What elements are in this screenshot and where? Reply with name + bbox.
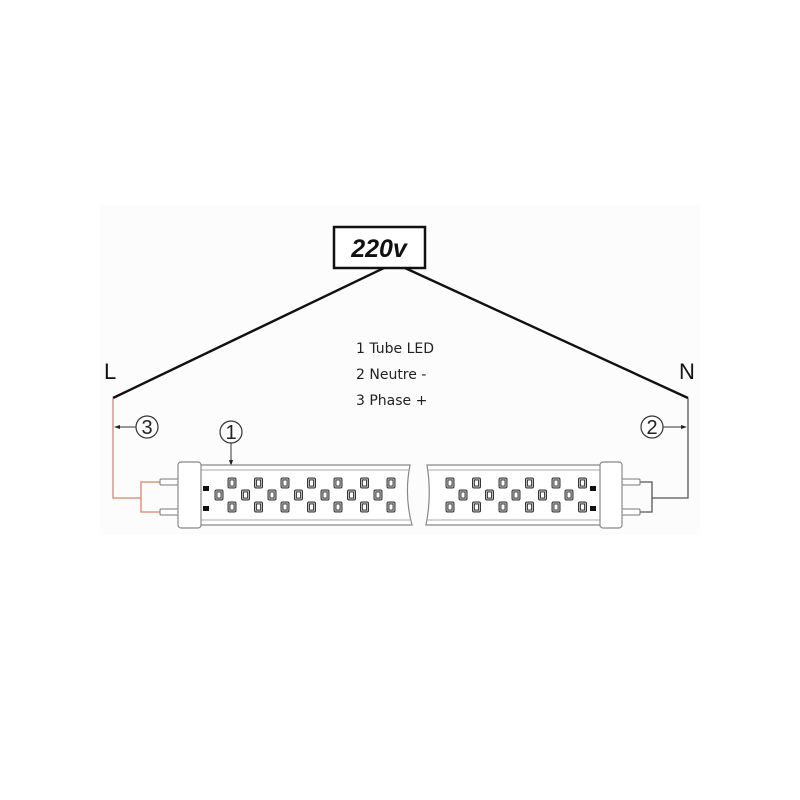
- svg-text:2: 2: [646, 417, 657, 439]
- phase-supply-wire: [112, 266, 385, 400]
- neutral-wire-right: [638, 398, 689, 513]
- arrow-down-icon: [229, 460, 233, 466]
- tube-endcap-right: [599, 461, 623, 529]
- arrow-left-icon: [114, 425, 120, 429]
- led-chip-icon: [525, 501, 534, 513]
- tube-pins-left: [159, 478, 180, 516]
- terminal-label-N: N: [679, 359, 695, 384]
- led-chip-icon: [445, 477, 455, 489]
- legend-item-neutre: 2 Neutre -: [356, 367, 426, 383]
- led-chip-icon: [472, 477, 481, 489]
- led-chip-icon: [254, 477, 263, 489]
- led-chip-icon: [472, 501, 481, 513]
- led-chip-icon: [280, 477, 290, 489]
- led-chip-icon: [307, 477, 316, 489]
- led-chip-icon: [214, 489, 224, 501]
- led-chip-icon: [307, 501, 316, 513]
- led-chip-icon: [254, 501, 263, 513]
- callout-tube: 1: [219, 420, 243, 466]
- power-source-box: 220v: [332, 225, 427, 270]
- led-chip-icon: [578, 477, 587, 489]
- voltage-label: 220v: [350, 235, 409, 263]
- led-chip-icon: [485, 489, 494, 501]
- led-chip-icon: [241, 489, 250, 501]
- legend: 1 Tube LED 2 Neutre - 3 Phase +: [356, 341, 434, 409]
- led-chip-icon: [333, 501, 343, 513]
- tube-pins-right: [620, 478, 641, 516]
- led-chip-icon: [227, 501, 237, 513]
- led-chip-icon: [578, 501, 587, 513]
- phase-wire-left: [112, 398, 161, 513]
- led-chip-icon: [386, 501, 396, 513]
- led-chip-icon: [386, 477, 396, 489]
- led-chip-icon: [551, 501, 561, 513]
- callout-phase: 3: [114, 415, 159, 439]
- led-chip-icon: [511, 489, 521, 501]
- led-chip-icon: [294, 489, 303, 501]
- led-chip-icon: [267, 489, 277, 501]
- led-chip-icon: [227, 477, 237, 489]
- led-chip-icon: [333, 477, 343, 489]
- led-chip-icon: [320, 489, 330, 501]
- led-tube-left-segment: [159, 461, 413, 529]
- led-chip-icon: [445, 501, 455, 513]
- led-chip-icon: [373, 489, 383, 501]
- terminal-label-L: L: [104, 359, 116, 384]
- neutral-supply-wire: [404, 266, 689, 400]
- led-chip-icon: [360, 501, 369, 513]
- led-chip-icon: [538, 489, 547, 501]
- svg-text:3: 3: [141, 417, 152, 439]
- led-tube-right-segment: [425, 461, 641, 529]
- led-chip-icon: [280, 501, 290, 513]
- led-chip-icon: [498, 477, 508, 489]
- led-chip-icon: [551, 477, 561, 489]
- legend-item-tube-led: 1 Tube LED: [356, 341, 434, 357]
- arrow-right-icon: [681, 425, 687, 429]
- led-chip-icon: [360, 477, 369, 489]
- callout-neutral: 2: [640, 415, 687, 439]
- led-chip-icon: [498, 501, 508, 513]
- led-chip-icon: [564, 489, 574, 501]
- svg-text:1: 1: [225, 422, 236, 444]
- tube-endcap-left: [177, 461, 202, 529]
- led-chip-icon: [458, 489, 468, 501]
- led-chip-icon: [525, 477, 534, 489]
- legend-item-phase: 3 Phase +: [356, 393, 427, 409]
- led-chip-icon: [347, 489, 356, 501]
